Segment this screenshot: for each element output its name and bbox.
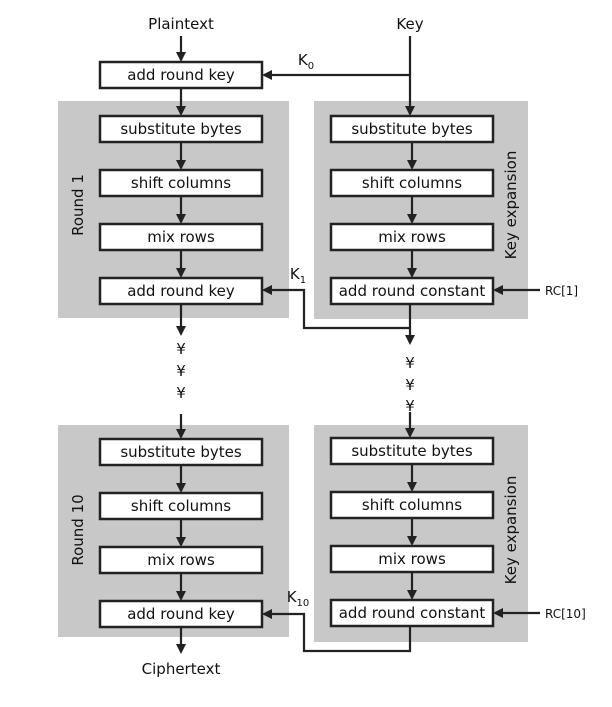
ellipsis-mark: ¥ — [176, 340, 186, 358]
k10-label: K10 — [287, 588, 310, 609]
keyexp10-step-label: substitute bytes — [351, 442, 472, 460]
keyexp1-step-box — [329, 168, 495, 198]
round10-step-box — [98, 437, 264, 467]
keyexp1-step-label: mix rows — [378, 228, 446, 246]
keyexp10-step-label: mix rows — [378, 550, 446, 568]
keyexp10-step-box — [329, 598, 495, 628]
k1-arrow — [262, 285, 410, 330]
round10-step-label: mix rows — [147, 551, 215, 569]
k1-label: K1 — [290, 265, 306, 286]
keyexp1-step-label: substitute bytes — [351, 120, 472, 138]
ellipsis-mark: ¥ — [176, 362, 186, 380]
round1-step-label: substitute bytes — [120, 120, 241, 138]
round10-step-label: add round key — [127, 605, 235, 623]
k0-label: K0 — [298, 51, 314, 72]
round1-step-box — [98, 222, 264, 252]
ciphertext-label: Ciphertext — [142, 660, 221, 678]
round-1-label: Round 1 — [69, 174, 87, 236]
keyexp1-step-label: add round constant — [339, 282, 486, 300]
ellipsis-mark: ¥ — [405, 397, 415, 415]
initial-add-round-key-label: add round key — [127, 66, 235, 84]
round10-step-box — [98, 491, 264, 521]
keyexp10-step-label: add round constant — [339, 604, 486, 622]
round-10-label: Round 10 — [69, 494, 87, 565]
round10-step-label: shift columns — [131, 497, 231, 515]
key-expansion-1-label: Key expansion — [502, 151, 520, 260]
round10-step-label: substitute bytes — [120, 443, 241, 461]
round1-step-label: mix rows — [147, 228, 215, 246]
ellipsis-mark: ¥ — [405, 354, 415, 372]
rc1-label: RC[1] — [545, 284, 578, 298]
round1-step-box — [98, 168, 264, 198]
key-expansion-10-label: Key expansion — [502, 476, 520, 585]
keyexp10-step-box — [329, 436, 495, 466]
round10-step-box — [98, 545, 264, 575]
k10-arrow — [262, 609, 412, 653]
key-label: Key — [396, 15, 423, 33]
plaintext-label: Plaintext — [148, 15, 214, 33]
round1-step-box — [98, 276, 264, 306]
ellipsis-mark: ¥ — [176, 384, 186, 402]
keyexp10-step-label: shift columns — [362, 496, 462, 514]
round1-step-label: shift columns — [131, 174, 231, 192]
keyexp1-step-label: shift columns — [362, 174, 462, 192]
rc10-label: RC[10] — [545, 607, 586, 621]
ellipsis-mark: ¥ — [405, 376, 415, 394]
round1-step-label: add round key — [127, 282, 235, 300]
